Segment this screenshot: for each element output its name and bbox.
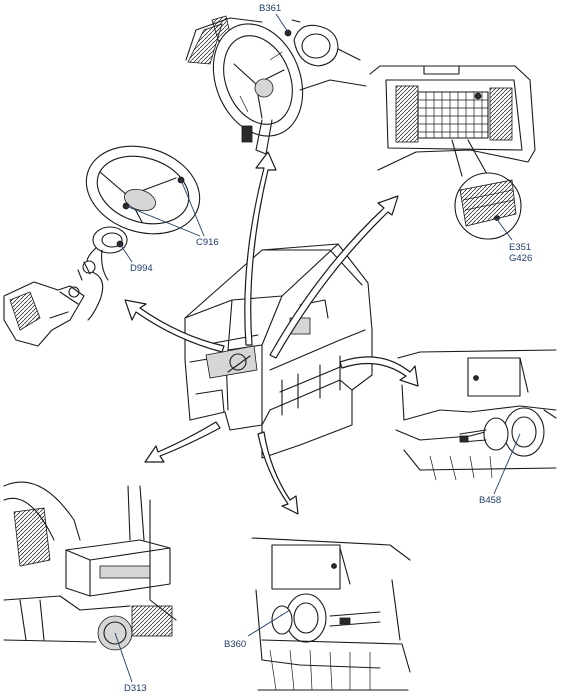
label-b360: B360 [224, 639, 247, 650]
steering-wheel-column-view [3, 145, 201, 347]
seat-control-view [3, 481, 177, 651]
fuse-detail-magnified [459, 179, 517, 227]
label-c916: C916 [196, 237, 219, 248]
arrow-to-seat [144, 421, 221, 463]
rear-step-sensor-view [251, 537, 411, 691]
label-d313: D313 [124, 683, 147, 694]
dashboard-airbag-view [185, 15, 367, 155]
side-step-sensor-view [395, 349, 557, 481]
label-leaders [114, 13, 521, 683]
arrow-to-b360 [257, 431, 299, 515]
arrow-to-fuse-box [269, 195, 399, 359]
arrow-to-airbag-module [244, 151, 277, 346]
arrow-to-steering-parts [124, 299, 225, 353]
label-e351: E351 [509, 242, 532, 253]
fuse-relay-box-view [369, 65, 536, 240]
label-g426: G426 [509, 253, 533, 264]
arrow-to-b458 [339, 356, 419, 387]
label-b361: B361 [259, 3, 282, 14]
fuse-grid [418, 92, 488, 138]
label-d994: D994 [130, 263, 153, 274]
label-b458: B458 [479, 495, 502, 506]
callout-arrows [124, 151, 419, 515]
